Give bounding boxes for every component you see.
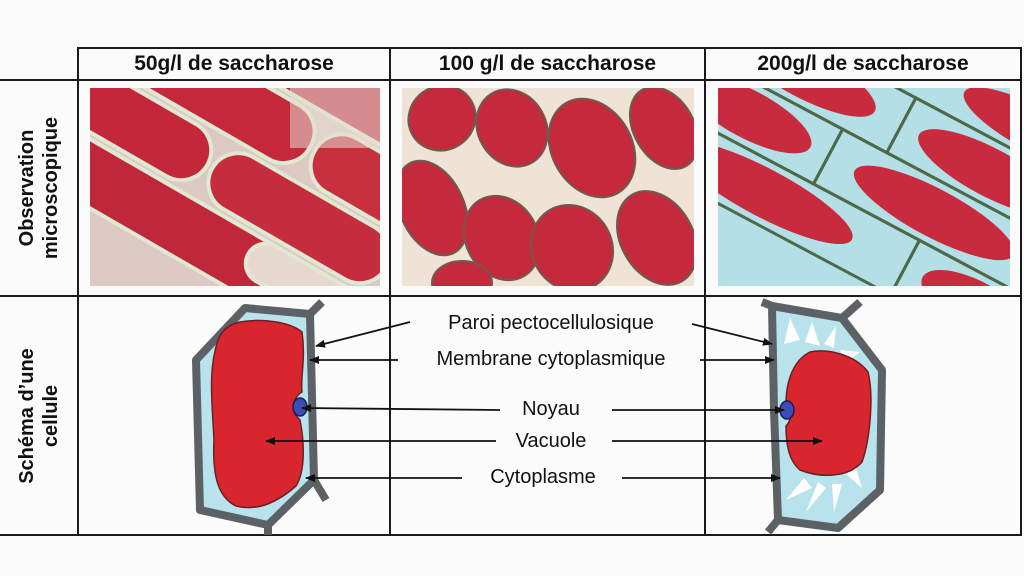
micrograph-200 <box>718 88 1010 286</box>
micrograph-100 <box>402 88 694 286</box>
column-divider-3 <box>1020 47 1022 536</box>
column-divider-1 <box>389 47 391 536</box>
arrow-paroi-left <box>315 321 411 348</box>
label-noyau: Noyau <box>522 398 580 420</box>
micrograph-50 <box>90 88 380 286</box>
turgid-cell <box>192 299 330 535</box>
column-divider-2 <box>704 47 706 536</box>
arrow-paroi-right <box>691 323 773 346</box>
column-divider-0 <box>77 47 79 536</box>
column-header-50: 50g/l de saccharose <box>134 52 334 75</box>
column-header-100: 100 g/l de saccharose <box>438 52 657 75</box>
table-top-border <box>78 47 1022 49</box>
plasmolysed-cell-vacuole <box>785 350 872 476</box>
label-paroi: Paroi pectocellulosique <box>448 312 654 334</box>
table-bottom-border <box>0 534 1022 536</box>
label-cytoplasme: Cytoplasme <box>490 466 596 488</box>
label-vacuole: Vacuole <box>515 430 587 452</box>
column-header-200: 200g/l de saccharose <box>757 52 969 75</box>
label-membrane: Membrane cytoplasmique <box>436 348 666 370</box>
turgid-cell-vacuole <box>210 319 305 509</box>
turgid-cell-nucleus <box>292 397 308 417</box>
row-divider <box>0 295 1022 297</box>
plasmolysed-cell <box>760 298 886 535</box>
header-bottom-border <box>0 79 1022 81</box>
arrow-noyau-left <box>301 404 501 413</box>
